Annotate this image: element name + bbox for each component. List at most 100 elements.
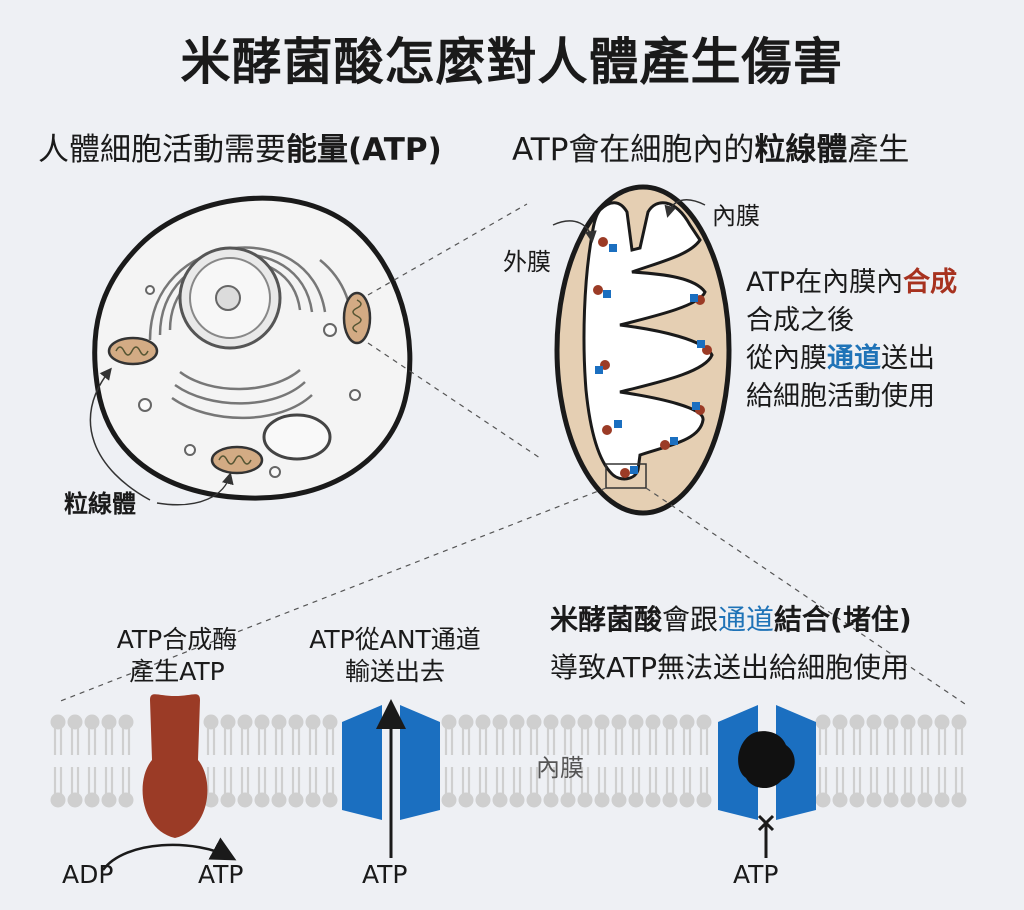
- lipid-head: [203, 714, 219, 730]
- lipid-head: [917, 792, 933, 808]
- lipid-head: [475, 792, 491, 808]
- right-heading-post: 產生: [847, 132, 910, 168]
- lipid-head: [577, 714, 593, 730]
- lipid-head: [594, 714, 610, 730]
- lipid-bilayer: [50, 714, 967, 808]
- lipid-head: [203, 792, 219, 808]
- lipid-head: [849, 714, 865, 730]
- lipid-head: [696, 792, 712, 808]
- lipid-head: [543, 792, 559, 808]
- left-heading-bold: 能量(ATP): [286, 132, 442, 168]
- cell-mitochondria-label: 粒線體: [64, 490, 136, 518]
- lipid-head: [662, 792, 678, 808]
- mito-note-line1: ATP在內膜內: [746, 267, 904, 298]
- lipid-head: [475, 714, 491, 730]
- lipid-head: [84, 714, 100, 730]
- lipid-head: [118, 792, 134, 808]
- lipid-head: [832, 714, 848, 730]
- synthase-label-line1: ATP合成酶: [116, 625, 238, 654]
- nucleolus: [215, 285, 241, 311]
- lipid-head: [526, 792, 542, 808]
- atp-product-label: ATP: [198, 860, 244, 889]
- lipid-head: [679, 714, 695, 730]
- lipid-head: [50, 792, 66, 808]
- vacuole: [262, 413, 332, 461]
- lipid-head: [866, 792, 882, 808]
- lipid-head: [577, 792, 593, 808]
- lipid-head: [815, 792, 831, 808]
- lipid-head: [118, 714, 134, 730]
- ant-channel-open: [342, 699, 440, 858]
- bottom-note: 米酵菌酸會跟通道結合(堵住) 導致ATP無法送出給細胞使用: [550, 596, 912, 692]
- mito-note: ATP在內膜內合成 合成之後 從內膜通道送出 給細胞活動使用: [746, 264, 957, 416]
- lipid-head: [883, 714, 899, 730]
- lipid-head: [288, 714, 304, 730]
- lipid-head: [832, 792, 848, 808]
- lipid-head: [322, 714, 338, 730]
- ant-channel-blocked: [718, 705, 816, 858]
- atp-synthase-shape: [142, 694, 208, 838]
- lipid-head: [883, 792, 899, 808]
- synthase-label: ATP合成酶 產生ATP: [92, 624, 262, 688]
- lipid-head: [305, 792, 321, 808]
- inner-membrane-cristae: [582, 201, 714, 481]
- ant-label-line1: ATP從ANT通道: [309, 625, 481, 654]
- lipid-head: [67, 714, 83, 730]
- bongkrekic-acid-blob: [738, 731, 795, 789]
- lipid-head: [271, 714, 287, 730]
- ant-label-line2: 輸送出去: [344, 657, 445, 686]
- lipid-head: [866, 714, 882, 730]
- outer-membrane-label: 外膜: [503, 248, 551, 276]
- lipid-head: [84, 792, 100, 808]
- lipid-head: [594, 792, 610, 808]
- lipid-head: [849, 792, 865, 808]
- inner-membrane-label: 內膜: [712, 202, 760, 230]
- lipid-head: [271, 792, 287, 808]
- right-heading-pre: ATP會在細胞內的: [512, 132, 755, 168]
- lipid-head: [220, 792, 236, 808]
- zoom-box: [605, 463, 647, 489]
- right-heading: ATP會在細胞內的粒線體產生: [512, 124, 909, 169]
- lipid-head: [492, 792, 508, 808]
- cell-mitochondria: [107, 291, 372, 475]
- lipid-head: [492, 714, 508, 730]
- lipid-head: [322, 792, 338, 808]
- lipid-head: [543, 714, 559, 730]
- bottom-note-line2: 導致ATP無法送出給細胞使用: [550, 651, 909, 684]
- lipid-head: [101, 792, 117, 808]
- lipid-head: [509, 792, 525, 808]
- lipid-head: [628, 714, 644, 730]
- bottom-note-blue: 通道: [718, 603, 775, 636]
- lipid-head: [220, 714, 236, 730]
- mito-note-line4: 給細胞活動使用: [746, 381, 935, 412]
- mito-note-red: 合成: [903, 267, 958, 298]
- lipid-head: [237, 714, 253, 730]
- synthase-label-line2: 產生ATP: [129, 657, 225, 686]
- lipid-head: [645, 714, 661, 730]
- lipid-head: [628, 792, 644, 808]
- lipid-head: [50, 714, 66, 730]
- right-heading-bold: 粒線體: [754, 132, 848, 168]
- lipid-head: [951, 792, 967, 808]
- lipid-head: [526, 714, 542, 730]
- lipid-head: [934, 714, 950, 730]
- left-heading: 人體細胞活動需要能量(ATP): [38, 124, 442, 169]
- lipid-head: [934, 792, 950, 808]
- lipid-head: [662, 714, 678, 730]
- lipid-head: [900, 792, 916, 808]
- lipid-head: [560, 714, 576, 730]
- adp-label: ADP: [62, 860, 114, 889]
- left-heading-text: 人體細胞活動需要: [38, 132, 286, 168]
- lipid-head: [237, 792, 253, 808]
- bottom-note-b1: 米酵菌酸: [550, 603, 663, 636]
- mito-note-blue: 通道: [827, 343, 881, 374]
- lipid-head: [696, 714, 712, 730]
- lipid-head: [254, 792, 270, 808]
- bottom-note-b2: 結合(堵住): [774, 603, 912, 636]
- lipid-head: [509, 714, 525, 730]
- lipid-head: [67, 792, 83, 808]
- lipid-head: [305, 714, 321, 730]
- lipid-head: [288, 792, 304, 808]
